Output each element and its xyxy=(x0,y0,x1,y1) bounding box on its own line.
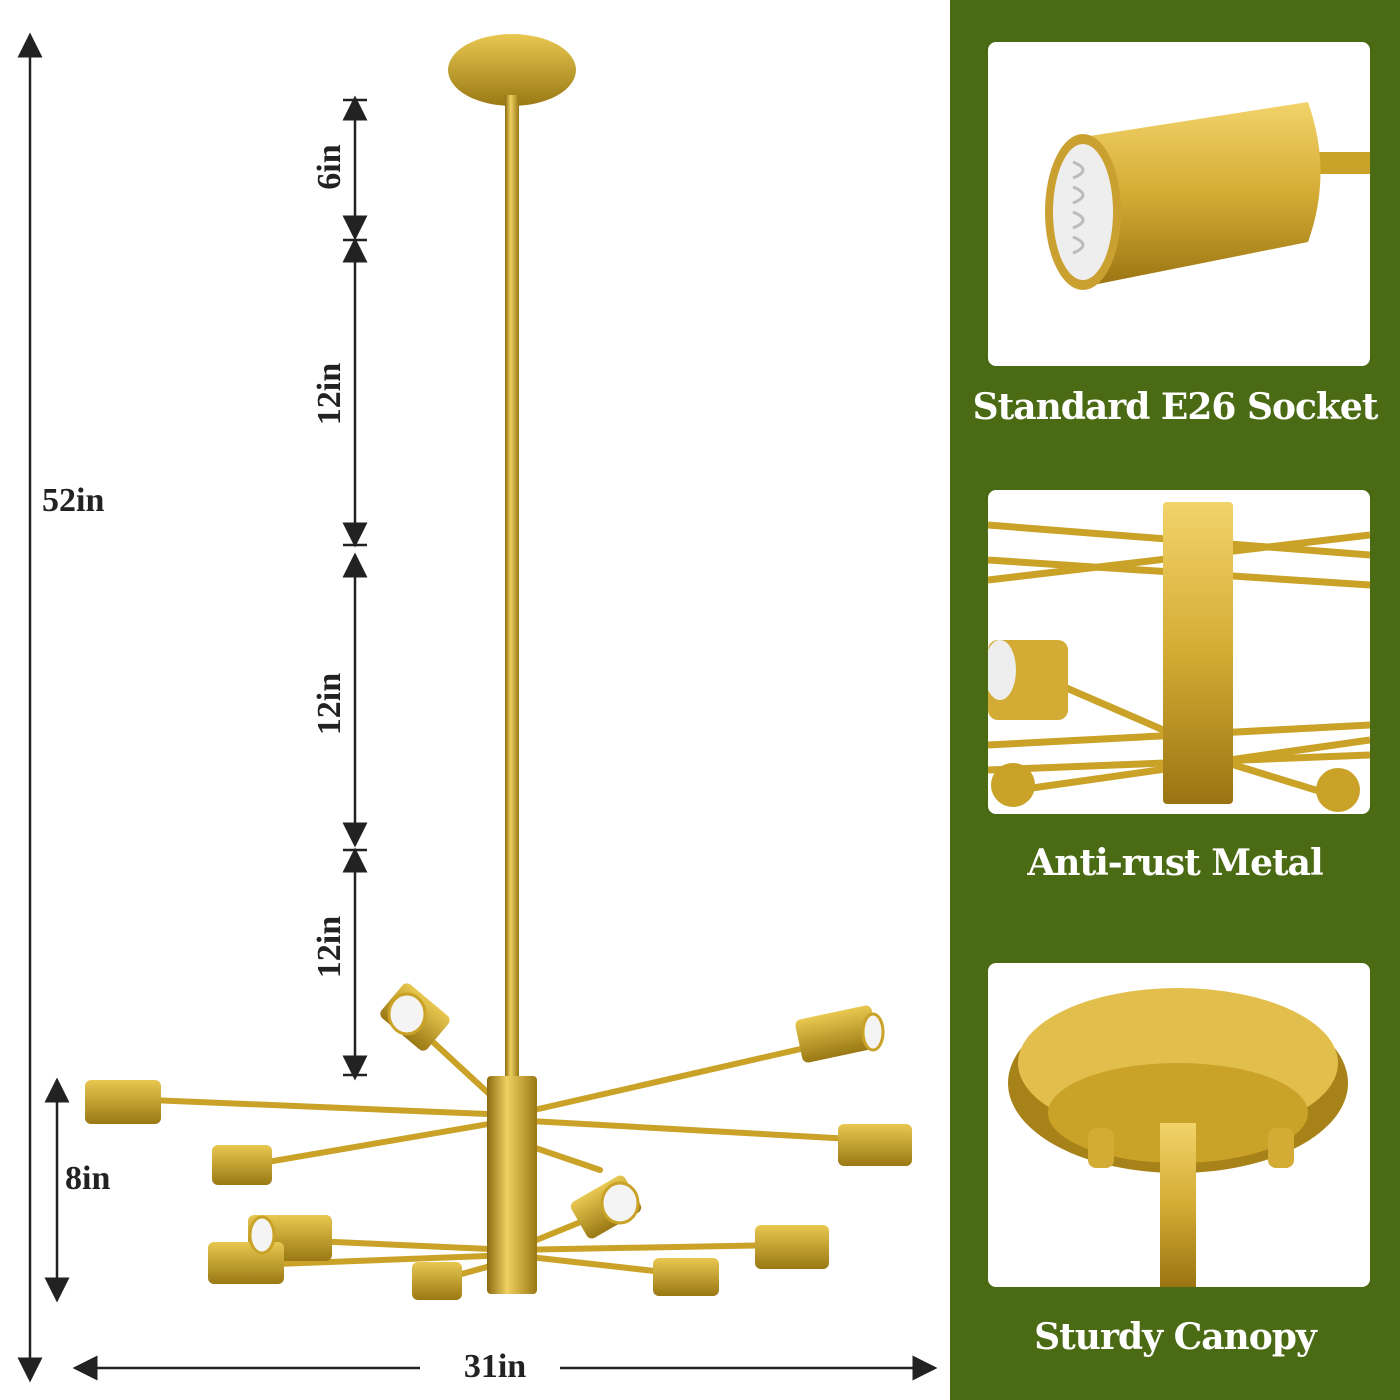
rod-segment-label: 12in xyxy=(311,362,348,426)
total-height-label: 52in xyxy=(42,482,105,519)
rod-segment-label: 12in xyxy=(311,672,348,736)
metal-arms-image xyxy=(988,490,1370,814)
feature-label-socket: Standard E26 Socket xyxy=(972,386,1379,428)
canopy-rod-label: 6in xyxy=(311,144,348,190)
dimension-arrows xyxy=(17,32,938,1383)
canopy-image xyxy=(988,963,1370,1287)
feature-label-metal: Anti-rust Metal xyxy=(1027,842,1323,884)
chandelier-illustration xyxy=(17,32,938,1383)
fixture-height-label: 8in xyxy=(65,1160,111,1197)
rod-segment-label: 12in xyxy=(311,915,348,979)
features-panel: Standard E26 Socket Anti-rust Metal Stur… xyxy=(950,0,1400,1400)
width-label: 31in xyxy=(463,1348,527,1385)
socket-image xyxy=(988,42,1370,366)
product-diagram: 52in 8in 31in 6in 12in 12in 12in xyxy=(17,32,938,1385)
feature-label-canopy: Sturdy Canopy xyxy=(1034,1316,1317,1358)
